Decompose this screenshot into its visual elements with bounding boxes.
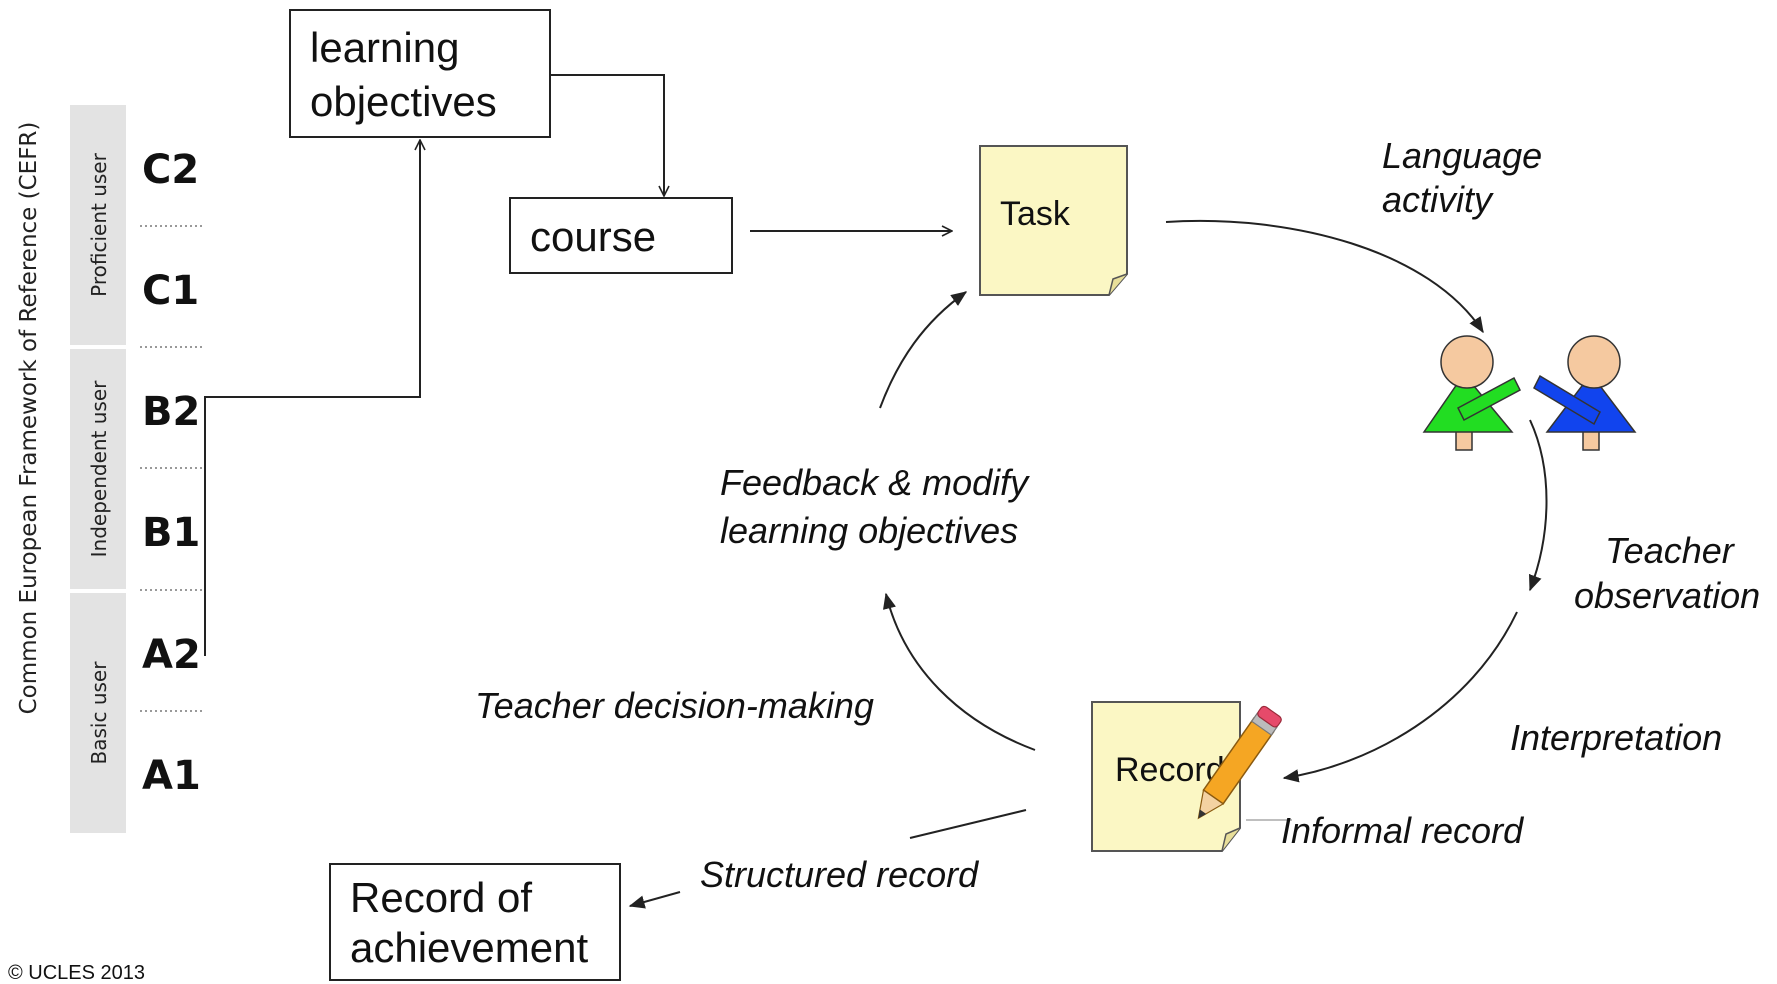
learner-figures <box>1422 335 1637 451</box>
feedback-line2: learning objectives <box>720 510 1018 551</box>
band-proficient <box>70 105 126 345</box>
copyright-text: © UCLES 2013 <box>8 962 145 984</box>
record-of-achievement-line1: Record of <box>350 874 532 921</box>
structured-record-line <box>909 809 1027 839</box>
level-c1: C1 <box>142 268 199 314</box>
band-label-basic: Basic user <box>87 661 111 765</box>
task-note: Task <box>979 145 1128 296</box>
task-label: Task <box>1000 195 1071 233</box>
level-c2: C2 <box>142 147 199 193</box>
observation-arrow <box>1528 419 1548 592</box>
learning-objectives-line2: objectives <box>310 78 497 125</box>
cefr-title: Common European Framework of Reference (… <box>16 122 42 715</box>
task-to-learners-arrow <box>1165 219 1484 334</box>
record-of-achievement-line2: achievement <box>350 924 588 971</box>
level-b2: B2 <box>142 389 200 435</box>
record-label: Record <box>1115 751 1225 789</box>
band-basic <box>70 593 126 833</box>
band-label-proficient: Proficient user <box>87 152 111 296</box>
learner-blue <box>1533 335 1637 451</box>
structured-record-label: Structured record <box>700 854 979 895</box>
language-activity-line2: activity <box>1382 179 1494 220</box>
language-activity-line1: Language <box>1382 135 1542 176</box>
level-b1: B1 <box>142 510 200 556</box>
record-of-achievement-box: Record of achievement <box>329 863 621 981</box>
level-separators <box>140 225 205 712</box>
course-box: course <box>509 197 733 274</box>
course-label: course <box>530 213 656 260</box>
decision-making-arrow <box>882 592 1036 751</box>
interpretation-arrow <box>1282 611 1518 783</box>
feedback-line1: Feedback & modify <box>720 462 1030 503</box>
objectives-to-course-arrow <box>550 74 664 196</box>
informal-record-label: Informal record <box>1281 810 1524 851</box>
learning-objectives-line1: learning <box>310 24 459 71</box>
band-label-independent: Independent user <box>87 380 111 558</box>
learning-objectives-box: learning objectives <box>289 9 551 138</box>
feedback-arrow <box>879 291 968 409</box>
level-a2: A2 <box>142 632 201 678</box>
cefr-levels: C2 C1 B2 B1 A2 A1 <box>142 147 201 799</box>
learner-green <box>1422 335 1521 451</box>
pencil-icon <box>1197 705 1282 820</box>
cefr-bands: Proficient user Independent user Basic u… <box>70 105 126 833</box>
level-a1: A1 <box>142 753 201 799</box>
structured-record-arrow <box>628 891 681 909</box>
interpretation-label: Interpretation <box>1510 717 1722 758</box>
band-independent <box>70 349 126 589</box>
teacher-decision-making-label: Teacher decision-making <box>475 685 874 726</box>
teacher-observation-line1: Teacher <box>1605 530 1736 571</box>
teacher-observation-line2: observation <box>1574 575 1760 616</box>
cefr-to-objectives-connector <box>204 140 420 656</box>
